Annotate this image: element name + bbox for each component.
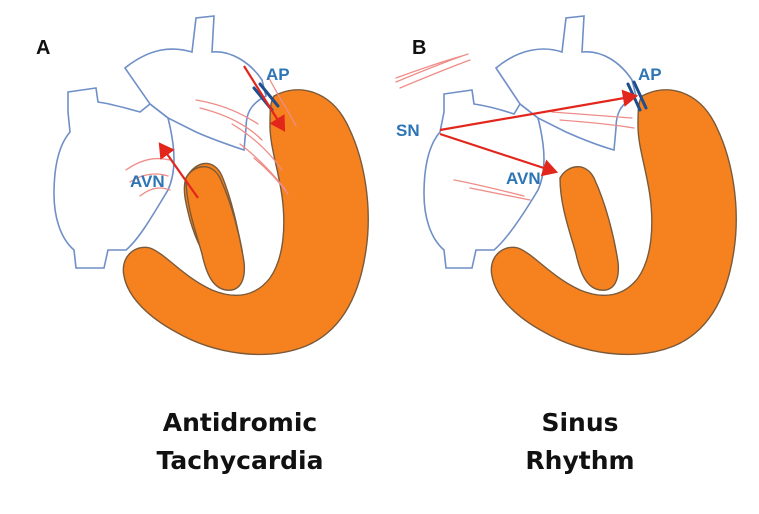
panel-a-right-atrium-outline (53, 87, 175, 269)
panel-a-septum (185, 166, 246, 291)
panel-a-ap-label: AP (266, 65, 290, 84)
panel-a-wavefront-strokes (125, 75, 297, 197)
panel-b: B SN AVN AP (395, 15, 737, 356)
panel-a-letter: A (36, 37, 50, 59)
panel-b-avn-label: AVN (506, 169, 541, 188)
panel-b-sn-to-avn-arrow (439, 132, 559, 177)
panel-b-right-atrium-outline (423, 89, 545, 269)
panel-a-caption-line1: Antidromic (162, 408, 318, 437)
panel-a: A AP AVN (36, 15, 369, 356)
panel-b-letter: B (412, 37, 426, 59)
panel-b-caption-line1: Sinus (541, 408, 619, 437)
panel-b-sn-label: SN (396, 121, 420, 140)
panel-a-caption: Antidromic Tachycardia (110, 404, 370, 480)
panel-b-left-atrium-outline (494, 15, 637, 152)
panel-b-caption: Sinus Rhythm (480, 404, 680, 480)
panel-b-septum (559, 166, 620, 291)
panel-a-avn-arrow (158, 142, 199, 199)
panel-a-avn-label: AVN (130, 172, 165, 191)
panel-b-sn-to-ap-arrow (439, 89, 639, 132)
panel-b-ap-label: AP (638, 65, 662, 84)
panel-a-ap-arrow (243, 65, 286, 132)
panel-b-wavefront-strokes (395, 53, 635, 201)
panel-b-ventricle (490, 89, 737, 356)
panel-b-caption-line2: Rhythm (525, 446, 635, 475)
panel-a-left-atrium-outline (123, 15, 267, 152)
panel-a-caption-line2: Tachycardia (156, 446, 324, 475)
